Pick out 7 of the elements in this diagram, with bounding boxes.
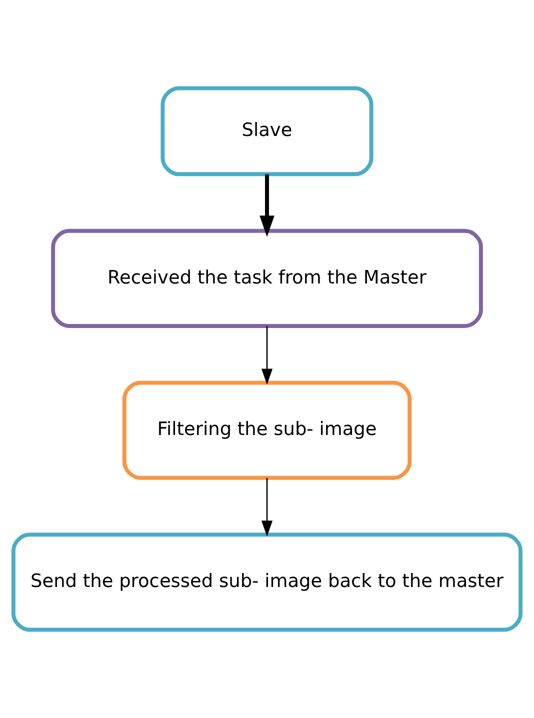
node-box: Filtering the sub- image (122, 380, 412, 480)
node-box: Received the task from the Master (51, 228, 483, 328)
node-box: Slave (160, 86, 374, 176)
arrow (261, 478, 273, 536)
node-box: Send the processed sub- image back to the master (11, 532, 523, 632)
arrow (261, 326, 273, 385)
arrow (260, 174, 274, 237)
